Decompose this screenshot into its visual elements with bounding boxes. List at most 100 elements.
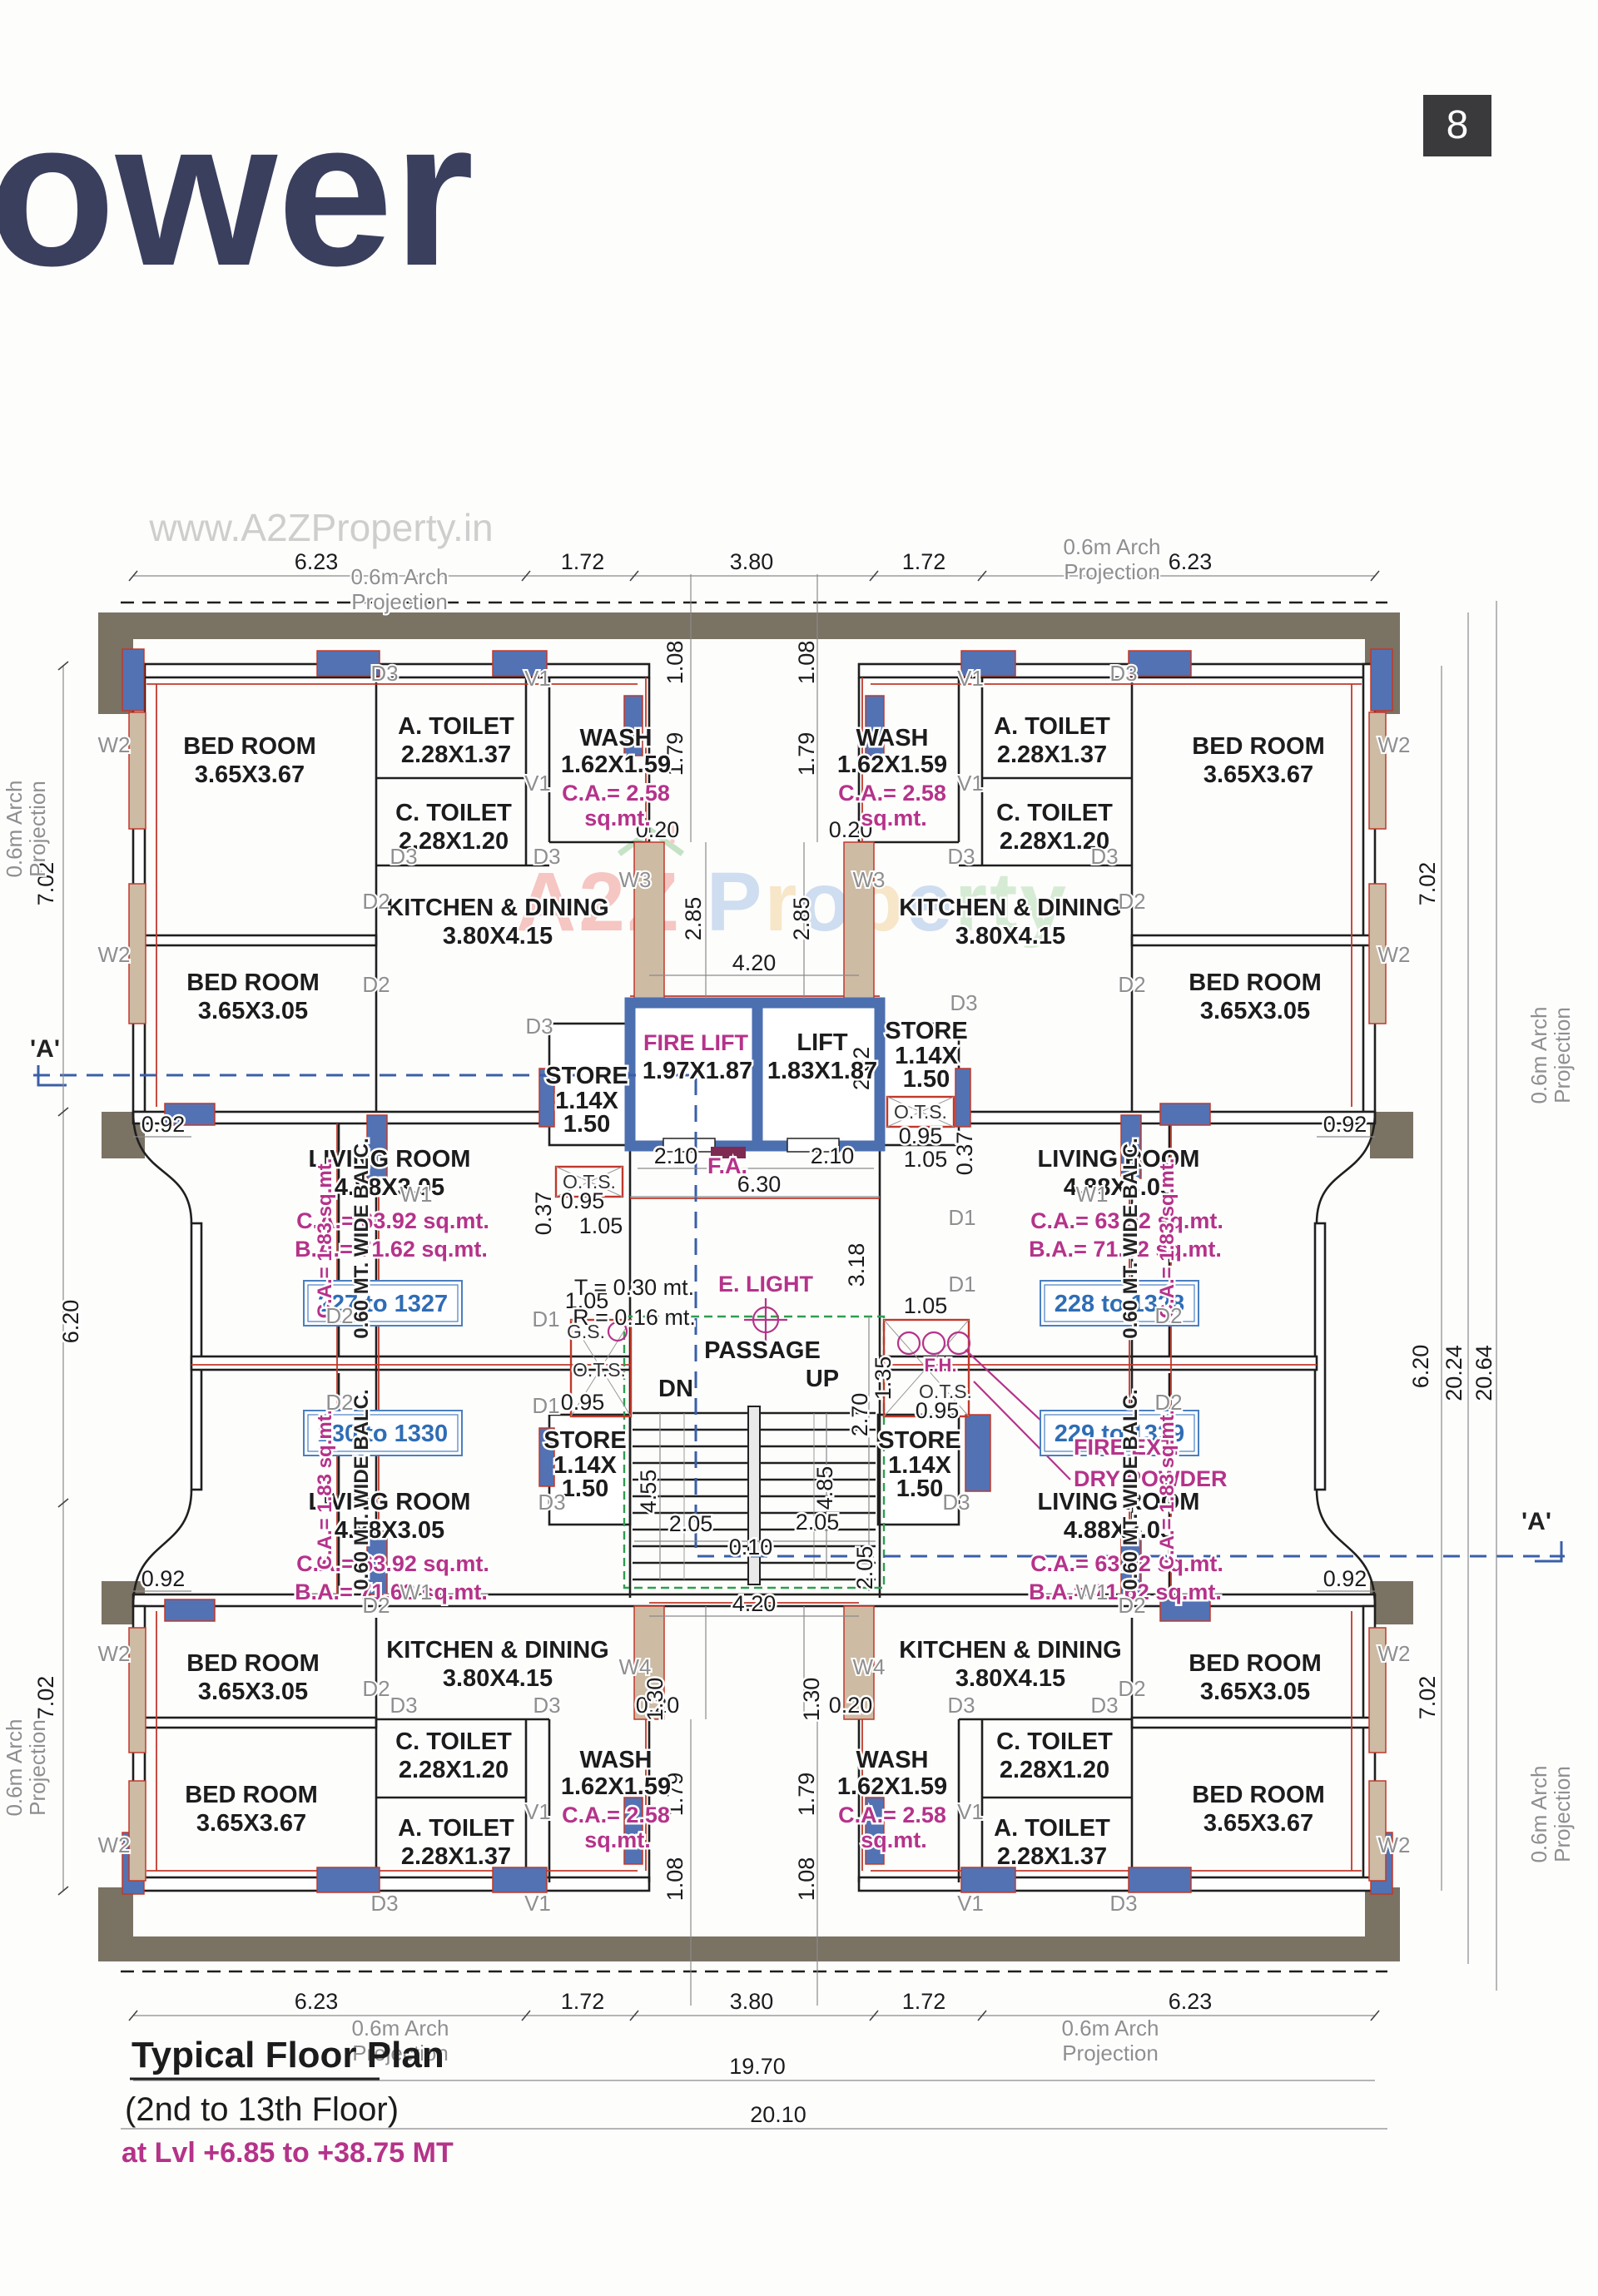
plan-label-54: 2.85: [681, 897, 706, 941]
plan-label-64: 2.70: [847, 1393, 872, 1437]
plan-label-113: KITCHEN & DINING: [899, 1637, 1121, 1664]
plan-label-184: W1: [400, 1579, 433, 1604]
plan-label-109: BED ROOM: [185, 1782, 318, 1808]
plan-label-80: 4.88X3.05: [335, 1174, 444, 1201]
plan-label-26: 1.05: [904, 1293, 948, 1318]
plan-label-9: 6.23: [1169, 1989, 1213, 2014]
plan-label-209: D3: [370, 1891, 398, 1916]
plan-label-231: 0.6m Arch: [351, 2016, 449, 2041]
plan-label-126: 1.83X1.87: [767, 1058, 877, 1084]
plan-label-55: 2.85: [789, 897, 814, 941]
plan-label-176: W2: [98, 1832, 131, 1857]
plan-label-165: C.A.= 1.83 sq.mt.: [1156, 1158, 1179, 1319]
plan-label-108: 1.62X1.59: [561, 1773, 671, 1800]
plan-label-196: D3: [390, 844, 417, 869]
plan-label-62: 4.55: [636, 1470, 661, 1514]
plan-label-248: 'A': [30, 1035, 60, 1063]
plan-label-159: C.A.= 63.92 sq.mt.: [296, 1551, 489, 1576]
plan-label-242: Projection: [1550, 1766, 1575, 1862]
plan-label-230: Projection: [1064, 559, 1160, 584]
plan-label-133: STORE: [543, 1427, 626, 1454]
plan-label-232: Projection: [352, 2041, 449, 2065]
plan-label-249: 'A': [1521, 1508, 1551, 1535]
plan-label-156: B.A.= 71.62 sq.mt.: [295, 1237, 488, 1262]
plan-label-139: PASSAGE: [704, 1337, 821, 1364]
emergency-light-icon: [744, 1298, 787, 1341]
plan-label-59: 3.18: [844, 1243, 869, 1287]
plan-label-89: KITCHEN & DINING: [899, 895, 1121, 921]
plan-label-171: W2: [98, 732, 131, 757]
plan-label-153: C.A.= 2.58: [838, 1803, 946, 1827]
plan-label-28: 0.95: [916, 1398, 960, 1423]
plan-label-148: sq.mt.: [584, 806, 651, 831]
plan-label-57: 1.30: [799, 1678, 824, 1722]
plan-label-1: 1.72: [561, 549, 605, 574]
plan-label-39: 7.02: [33, 1676, 58, 1720]
plan-label-119: WASH: [856, 1747, 929, 1773]
plan-label-215: D2: [325, 1303, 353, 1328]
title-block: Typical Floor Plan (2nd to 13th Floor) a…: [122, 2035, 454, 2169]
staircase: [623, 1315, 886, 1589]
flat-number: 229 to 1329: [1055, 1421, 1184, 1447]
plan-label-199: D3: [1090, 844, 1118, 869]
plan-label-142: E. LIGHT: [718, 1272, 814, 1297]
plan-label-210: D3: [1109, 1891, 1137, 1916]
plan-label-164: C.A.= 1.83 sq.mt.: [314, 1410, 336, 1570]
plan-label-201: D3: [525, 1014, 553, 1039]
plan-label-213: D2: [1118, 889, 1145, 914]
plan-label-132: 1.50: [903, 1066, 950, 1093]
plan-label-76: 3.80X4.15: [443, 923, 553, 950]
plan-label-4: 6.23: [1169, 549, 1213, 574]
plan-label-3: 1.72: [902, 549, 946, 574]
plan-label-91: BED ROOM: [1189, 969, 1322, 996]
plan-label-51: 1.08: [794, 1857, 819, 1902]
plan-label-206: D3: [533, 1693, 560, 1718]
plan-label-235: 0.6m Arch: [2, 780, 27, 877]
plan-label-19: 2.10: [811, 1143, 855, 1168]
plan-label-70: 2.28X1.37: [401, 741, 511, 768]
plan-label-104: 2.28X1.20: [399, 1757, 509, 1783]
plan-label-141: DN: [658, 1376, 693, 1402]
plan-label-205: D3: [390, 1693, 417, 1718]
plan-label-71: C. TOILET: [395, 800, 512, 826]
plan-label-120: 1.62X1.59: [837, 1773, 947, 1800]
plan-label-191: V1: [524, 1799, 551, 1824]
plan-label-8: 1.72: [902, 1989, 946, 2014]
plan-label-198: D3: [1109, 661, 1137, 686]
plan-label-60: 0.37: [531, 1192, 556, 1236]
plan-label-234: Projection: [1062, 2041, 1159, 2065]
plan-label-175: W2: [98, 1641, 131, 1666]
plan-level-note: at Lvl +6.85 to +38.75 MT: [122, 2137, 454, 2169]
dimension-lines: [57, 570, 1497, 2130]
plan-label-78: 3.65X3.05: [198, 998, 308, 1024]
plan-label-128: 1.14X: [555, 1088, 618, 1114]
plan-label-238: Projection: [25, 1719, 50, 1816]
plan-label-217: D2: [1154, 1303, 1182, 1328]
plan-label-23: 0.95: [899, 1123, 943, 1148]
plan-label-88: 1.62X1.59: [837, 751, 947, 778]
plan-label-115: C. TOILET: [996, 1728, 1113, 1755]
plan-label-150: sq.mt.: [861, 806, 927, 831]
fire-hose-icon: [921, 1331, 946, 1356]
plan-label-236: Projection: [25, 781, 50, 877]
plan-label-187: V1: [524, 666, 551, 691]
plan-label-154: sq.mt.: [861, 1827, 927, 1852]
plan-label-214: D2: [1118, 972, 1145, 997]
plan-label-203: D3: [538, 1490, 565, 1515]
plan-label-17: 4.20: [732, 1591, 777, 1616]
plan-label-147: C.A.= 2.58: [562, 781, 670, 806]
plan-label-92: 3.65X3.05: [1200, 998, 1310, 1024]
plan-label-2: 3.80: [730, 549, 774, 574]
flat-number-box: 229 to 1329: [1040, 1410, 1199, 1456]
plan-label-33: 2.05: [669, 1511, 713, 1536]
plan-label-24: 1.05: [904, 1147, 948, 1172]
plan-label-151: C.A.= 2.58: [562, 1803, 670, 1827]
plan-label-134: 1.14X: [553, 1452, 617, 1479]
flat-number: 230 to 1330: [318, 1421, 448, 1447]
plan-label-117: A. TOILET: [994, 1815, 1110, 1842]
plan-label-93: LIVING ROOM: [1038, 1146, 1200, 1173]
plan-label-106: 2.28X1.37: [401, 1843, 511, 1870]
plan-label-0: 6.23: [295, 549, 339, 574]
plan-label-44: 20.24: [1442, 1345, 1466, 1401]
stair-court-outline: [623, 1315, 886, 1589]
